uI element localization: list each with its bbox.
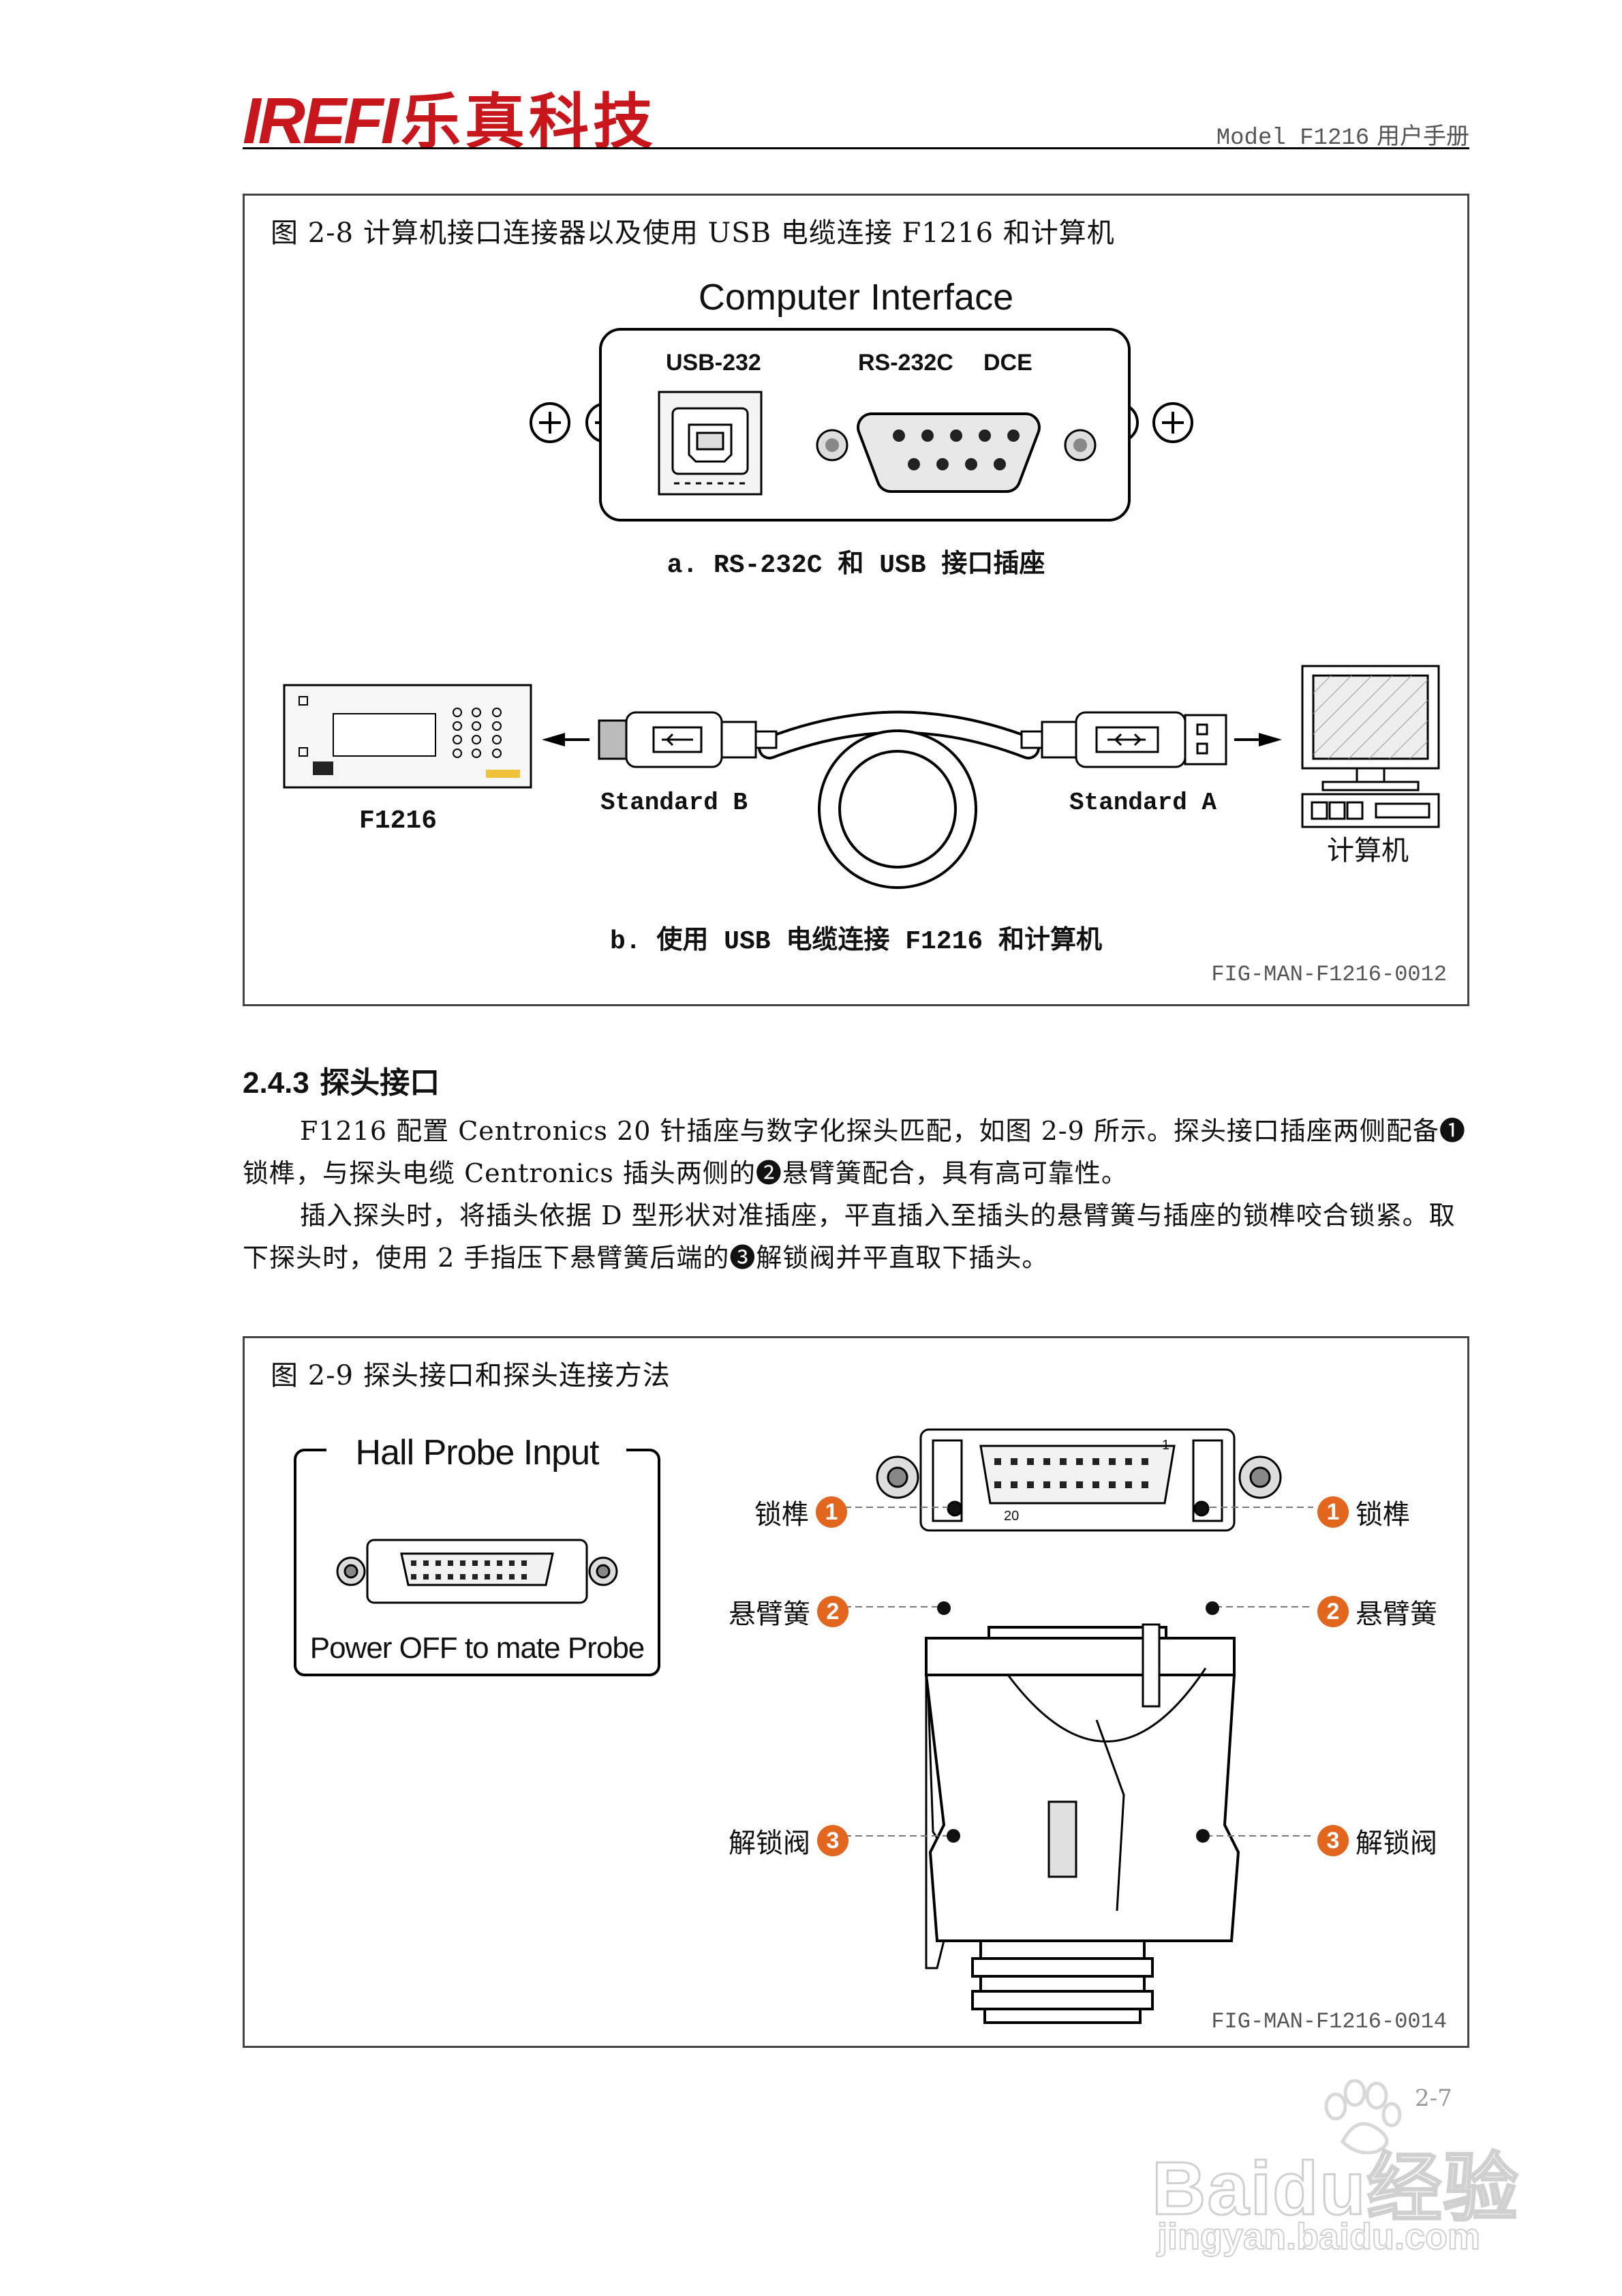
paw-icon [1324, 2079, 1402, 2154]
arrow-icon [542, 733, 1282, 746]
callout-number: 1 [816, 1496, 847, 1528]
device-label: F1216 [359, 806, 438, 836]
callout-text: 悬臂簧 [729, 1599, 810, 1630]
pin-1-label: 1 [1162, 1438, 1170, 1453]
paragraph-1: F1216 配置 Centronics 20 针插座与数字化探头匹配，如图 2-… [243, 1116, 1466, 1188]
callout-spring-left: 悬臂簧 2 [729, 1592, 848, 1631]
callout-number: 3 [817, 1825, 848, 1856]
subcaption-a: a. RS-232C 和 USB 接口插座 [667, 551, 1045, 580]
page-header: IREFI 乐真科技 Model F1216 用户手册 [243, 75, 1469, 155]
callout-release-right: 3 解锁阀 [1317, 1821, 1437, 1860]
callout-number: 2 [1317, 1596, 1349, 1627]
usb-232-label: USB-232 [666, 350, 761, 376]
header-rule [243, 147, 1469, 149]
figure-id: FIG-MAN-F1216-0012 [1211, 962, 1447, 987]
panel-footer: Power OFF to mate Probe [309, 1631, 645, 1665]
watermark-url: jingyan.baidu.com [1157, 2216, 1481, 2258]
subcaption-b: b. 使用 USB 电缆连接 F1216 和计算机 [609, 927, 1103, 956]
callout-release-left: 解锁阀 3 [729, 1821, 848, 1860]
callout-text: 锁榫 [1356, 1499, 1410, 1530]
header-model: Model F1216 用户手册 [1216, 117, 1469, 151]
pin-20-label: 20 [1004, 1509, 1020, 1524]
callout-spring-right: 2 悬臂簧 [1317, 1592, 1437, 1631]
callout-text: 锁榫 [754, 1499, 809, 1530]
section-number: 2.4.3 [243, 1066, 309, 1100]
callout-number: 1 [1317, 1496, 1349, 1528]
callout-lock-left: 锁榫 1 [754, 1492, 847, 1532]
dce-label: DCE [983, 350, 1032, 376]
connector-panel-graphic [283, 328, 1440, 889]
usb-b-plug-graphic [598, 711, 778, 768]
standard-b-label: Standard B [600, 789, 748, 817]
usb-b-port [658, 391, 763, 496]
callout-text: 悬臂簧 [1356, 1599, 1437, 1630]
paragraph-2: 插入探头时，将插头依据 D 型形状对准插座，平直插入至插头的悬臂簧与插座的锁榫咬… [243, 1200, 1456, 1273]
socket-large-graphic [876, 1428, 1282, 1532]
probe-plug-graphic [924, 1623, 1240, 2024]
panel-title: Hall Probe Input [355, 1433, 600, 1472]
callout-text: 解锁阀 [729, 1828, 810, 1859]
figure-2-8: 图 2-8 计算机接口连接器以及使用 USB 电缆连接 F1216 和计算机 [243, 194, 1469, 1006]
company-logo: IREFI [243, 85, 399, 157]
usb-a-plug-graphic [1020, 711, 1227, 768]
db9-port [816, 412, 1097, 493]
callout-number: 2 [817, 1596, 848, 1627]
figure-caption: 图 2-8 计算机接口连接器以及使用 USB 电缆连接 F1216 和计算机 [271, 217, 1115, 249]
probe-connector-graphic [294, 1428, 1313, 2024]
computer-icon [1301, 665, 1440, 828]
callout-number: 3 [1317, 1825, 1349, 1856]
section-title: 探头接口 [320, 1066, 440, 1100]
figure-id: FIG-MAN-F1216-0014 [1211, 2009, 1447, 2034]
computer-label: 计算机 [1327, 835, 1409, 866]
model-text: Model F1216 [1216, 125, 1370, 151]
section-heading: 2.4.3 探头接口 [243, 1058, 440, 1102]
callout-text: 解锁阀 [1356, 1828, 1437, 1859]
callout-leader-lines [844, 1507, 1313, 1837]
figure-2-9: 图 2-9 探头接口和探头连接方法 [243, 1336, 1469, 2048]
socket-small-graphic [336, 1539, 618, 1604]
manual-text: 用户手册 [1377, 123, 1469, 150]
figure-caption: 图 2-9 探头接口和探头连接方法 [271, 1360, 671, 1391]
company-name: 乐真科技 [401, 86, 658, 157]
f1216-device-graphic [283, 684, 532, 789]
baidu-watermark: Baidu经验 jingyan.baidu.com [1151, 2079, 1561, 2263]
standard-a-label: Standard A [1069, 789, 1217, 817]
callout-lock-right: 1 锁榫 [1317, 1492, 1410, 1532]
panel-title: Computer Interface [698, 277, 1014, 318]
usb-cable-graphic [758, 710, 1040, 889]
rs-232c-label: RS-232C [858, 350, 953, 376]
watermark-main: Baidu经验 [1151, 2146, 1520, 2232]
page-number: 2-7 [1415, 2085, 1452, 2112]
